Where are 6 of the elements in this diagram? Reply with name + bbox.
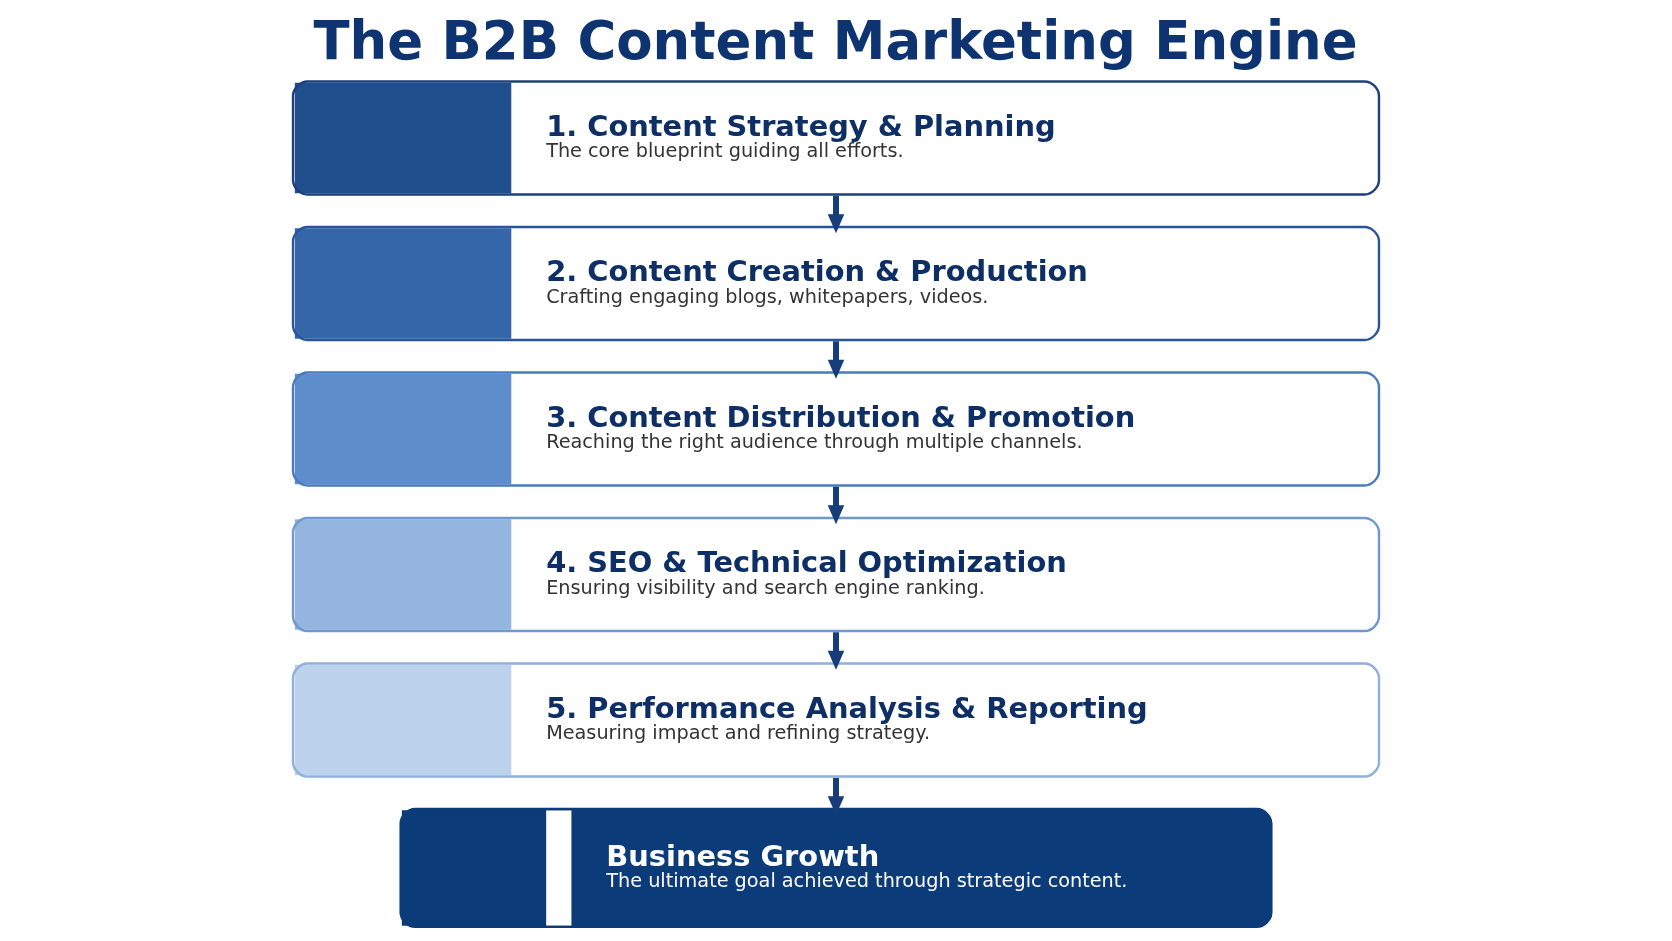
arrow bbox=[827, 486, 845, 525]
arrow bbox=[827, 632, 845, 670]
diagram-title: The B2B Content Marketing Engine bbox=[313, 9, 1358, 71]
arrow bbox=[827, 777, 845, 816]
arrow bbox=[827, 341, 845, 379]
arrow bbox=[827, 195, 845, 234]
